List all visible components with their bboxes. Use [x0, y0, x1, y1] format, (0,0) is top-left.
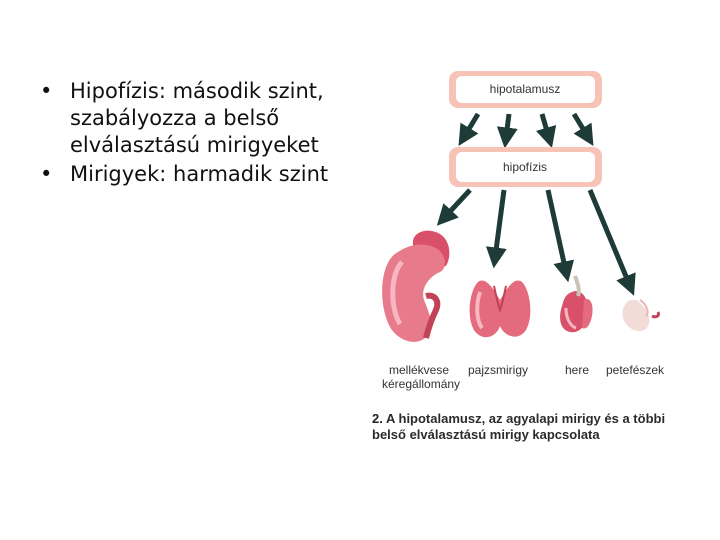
- caption-text: A hipotalamusz, az agyalapi mirigy és a …: [372, 411, 666, 442]
- adrenal-gland-icon: [382, 230, 450, 342]
- arrow: [496, 113, 518, 149]
- hypothalamus-box: hipotalamusz: [449, 71, 602, 108]
- arrow: [545, 189, 575, 283]
- organ-label-text: petefészek: [606, 363, 665, 377]
- top-arrows: [458, 112, 594, 149]
- organ-label-testis: here: [565, 363, 589, 377]
- organ-label-text: mellékvese kéregállomány: [382, 363, 461, 391]
- arrow: [458, 112, 481, 146]
- bottom-arrows: [436, 188, 636, 296]
- bullet-dot: •: [40, 79, 53, 103]
- thyroid-icon: [469, 280, 531, 338]
- hypophysis-label: hipofízis: [503, 160, 547, 174]
- bullet-text: Mirigyek: harmadik szint: [70, 162, 329, 186]
- organ-label-thyroid: pajzsmirigy: [468, 363, 528, 377]
- ovary-icon: [622, 299, 660, 332]
- arrow: [571, 112, 594, 146]
- arrow: [485, 189, 507, 269]
- arrow: [587, 189, 636, 296]
- hypothalamus-label: hipotalamusz: [490, 82, 561, 96]
- organ-label-ovary: petefészek: [606, 363, 664, 377]
- organ-label-adrenal: mellékvese kéregállomány: [382, 363, 460, 391]
- caption-number: 2.: [372, 411, 383, 426]
- arrow: [436, 188, 472, 226]
- bullet-item: • Hipofízis: második szint, szabályozza a…: [36, 78, 366, 159]
- hypophysis-box: hipofízis: [449, 147, 602, 187]
- arrow: [535, 113, 557, 149]
- bullet-text: Hipofízis: második szint, szabályozza a …: [70, 79, 324, 157]
- organ-label-text: here: [565, 363, 590, 377]
- testis-icon: [560, 275, 593, 333]
- bullet-item: • Mirigyek: harmadik szint: [36, 161, 366, 188]
- bullet-list: • Hipofízis: második szint, szabályozza a…: [36, 78, 366, 190]
- figure-caption: 2. A hipotalamusz, az agyalapi mirigy és…: [372, 411, 702, 443]
- organ-label-text: pajzsmirigy: [468, 363, 529, 377]
- bullet-dot: •: [40, 162, 53, 186]
